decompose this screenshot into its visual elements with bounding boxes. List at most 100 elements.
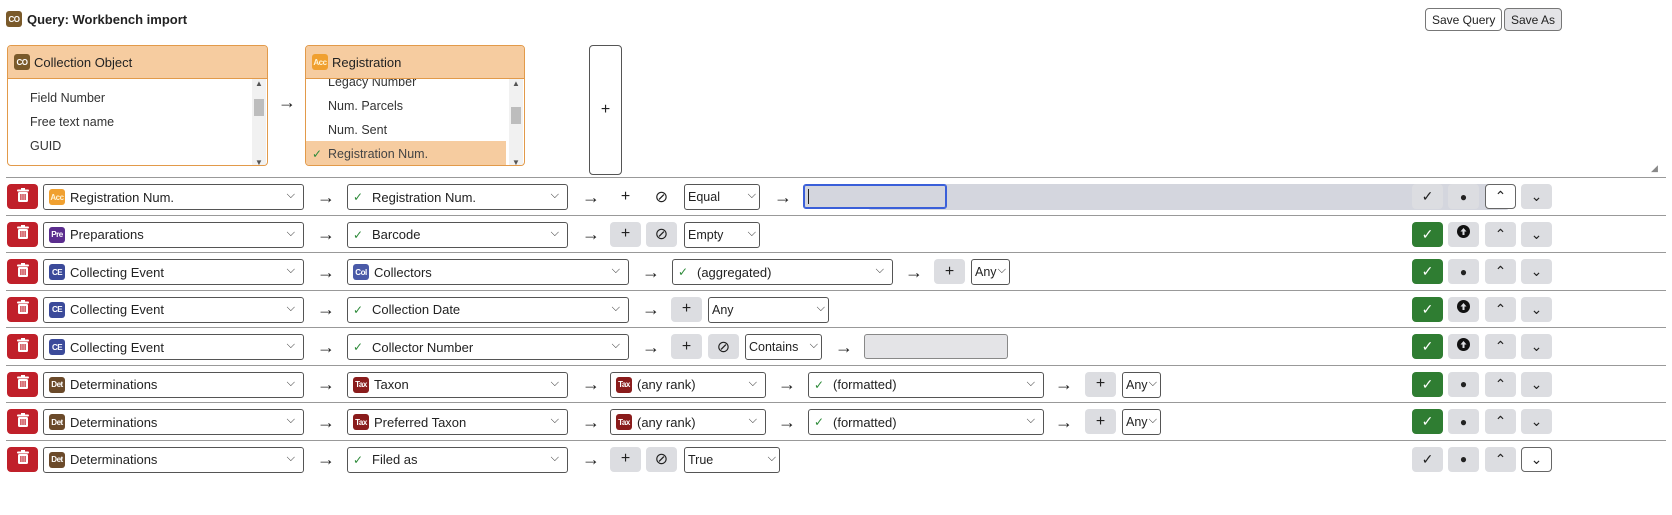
sort-toggle-button[interactable]: ● [1448,409,1479,434]
table-select[interactable]: Det Determinations ⌵ [43,371,304,398]
delete-field-button[interactable] [7,221,38,247]
format-select[interactable]: ✓ (aggregated) ⌵ [672,259,893,285]
operator-select[interactable]: Any ⌵ [971,259,1010,285]
picker-item[interactable]: Field Number [8,85,249,111]
scroll-down-icon[interactable]: ▼ [512,158,520,166]
display-toggle-button[interactable]: ✓ [1412,334,1443,359]
operator-select[interactable]: Contains ⌵ [745,334,822,360]
sort-toggle-button[interactable]: ● [1448,259,1479,284]
display-toggle-button[interactable]: ✓ [1412,296,1443,322]
picker-item[interactable]: Free text name [8,109,249,135]
picker-field-list[interactable]: Field Number Free text name GUID ▲ ▼ [8,79,267,166]
format-select[interactable]: ✓ (formatted) ⌵ [808,409,1044,435]
sort-toggle-button[interactable] [1448,296,1479,322]
sort-toggle-button[interactable]: ● [1448,184,1479,209]
add-condition-button[interactable]: + [610,221,641,247]
operator-select[interactable]: True ⌵ [684,446,780,473]
sort-toggle-button[interactable]: ● [1448,446,1479,472]
sort-toggle-button[interactable]: ● [1448,371,1479,397]
add-condition-button[interactable]: + [934,259,965,284]
move-up-button[interactable]: ⌃ [1485,259,1516,284]
format-select[interactable]: ✓ (formatted) ⌵ [808,371,1044,398]
move-down-button[interactable]: ⌄ [1521,371,1552,397]
value-input[interactable] [864,334,1008,359]
delete-field-button[interactable] [7,334,38,359]
add-condition-button[interactable]: + [620,187,631,205]
move-down-button[interactable]: ⌄ [1521,334,1552,359]
picker-scrollbar[interactable]: ▲ ▼ [509,79,523,166]
move-up-button[interactable]: ⌃ [1485,296,1516,322]
display-toggle-button[interactable]: ✓ [1412,446,1443,472]
operator-select[interactable]: Equal ⌵ [684,184,760,210]
rank-select[interactable]: Tax (any rank) ⌵ [610,371,766,398]
move-down-button[interactable]: ⌄ [1521,446,1552,472]
delete-field-button[interactable] [7,259,38,284]
sort-toggle-button[interactable] [1448,334,1479,359]
sort-toggle-button[interactable] [1448,221,1479,247]
display-toggle-button[interactable]: ✓ [1412,184,1443,209]
field-select[interactable]: ✓Registration Num. ⌵ [347,184,568,210]
scroll-up-icon[interactable]: ▲ [512,79,520,88]
table-select[interactable]: Pre Preparations ⌵ [43,221,304,248]
save-query-button[interactable]: Save Query [1425,8,1503,31]
scroll-thumb[interactable] [254,99,264,116]
operator-select[interactable]: Any ⌵ [1122,371,1161,398]
picker-item[interactable]: Num. Sent [306,117,506,143]
delete-field-button[interactable] [7,409,38,434]
scroll-up-icon[interactable]: ▲ [255,79,263,88]
rank-select[interactable]: Tax (any rank) ⌵ [610,409,766,435]
delete-field-button[interactable] [7,296,38,322]
move-down-button[interactable]: ⌄ [1521,409,1552,434]
move-up-button[interactable]: ⌃ [1485,371,1516,397]
save-as-button[interactable]: Save As [1504,8,1563,31]
move-down-button[interactable]: ⌄ [1521,296,1552,322]
field-select[interactable]: ✓Barcode ⌵ [347,221,568,248]
table-select[interactable]: CE Collecting Event ⌵ [43,296,304,323]
move-up-button[interactable]: ⌃ [1485,184,1516,209]
operator-select[interactable]: Empty ⌵ [684,221,760,248]
picker-item[interactable]: Num. Parcels [306,93,506,119]
delete-field-button[interactable] [7,446,38,472]
display-toggle-button[interactable]: ✓ [1412,259,1443,284]
move-up-button[interactable]: ⌃ [1485,446,1516,472]
move-up-button[interactable]: ⌃ [1485,334,1516,359]
display-toggle-button[interactable]: ✓ [1412,371,1443,397]
move-down-button[interactable]: ⌄ [1521,221,1552,247]
negate-button[interactable]: ⊘ [646,221,677,247]
move-up-button[interactable]: ⌃ [1485,221,1516,247]
value-input[interactable] [803,184,947,209]
negate-button[interactable]: ⊘ [654,188,669,206]
picker-scrollbar[interactable]: ▲ ▼ [252,79,266,166]
add-condition-button[interactable]: + [1085,409,1116,434]
scroll-thumb[interactable] [511,107,521,124]
delete-field-button[interactable] [7,371,38,397]
operator-select[interactable]: Any ⌵ [708,296,829,323]
table-select[interactable]: CE Collecting Event ⌵ [43,334,304,360]
scroll-down-icon[interactable]: ▼ [255,158,263,166]
field-select[interactable]: ✓Filed as ⌵ [347,446,568,473]
add-condition-button[interactable]: + [610,446,641,472]
move-down-button[interactable]: ⌄ [1521,259,1552,284]
add-condition-button[interactable]: + [671,334,702,359]
picker-field-list[interactable]: Legacy Number Num. Parcels Num. Sent ✓Re… [306,79,524,166]
picker-item[interactable]: GUID [8,133,249,159]
move-up-button[interactable]: ⌃ [1485,409,1516,434]
picker-item[interactable]: Legacy Number [306,79,506,95]
field-select[interactable]: ✓Collection Date ⌵ [347,296,629,323]
operator-select[interactable]: Any ⌵ [1122,409,1161,435]
table-select[interactable]: Det Determinations ⌵ [43,409,304,435]
field-select[interactable]: ✓Collector Number ⌵ [347,334,629,360]
move-down-button[interactable]: ⌄ [1521,184,1552,209]
table-select[interactable]: Acc Registration Num. ⌵ [43,184,304,210]
resize-handle-icon[interactable]: ◢ [1651,163,1658,173]
negate-button[interactable]: ⊘ [646,446,677,472]
delete-field-button[interactable] [7,184,38,209]
add-condition-button[interactable]: + [1085,371,1116,397]
negate-button[interactable]: ⊘ [708,334,739,359]
table-select[interactable]: Det Determinations ⌵ [43,446,304,473]
display-toggle-button[interactable]: ✓ [1412,221,1443,247]
add-table-button[interactable]: + [589,45,622,175]
table-select[interactable]: CE Collecting Event ⌵ [43,259,304,285]
